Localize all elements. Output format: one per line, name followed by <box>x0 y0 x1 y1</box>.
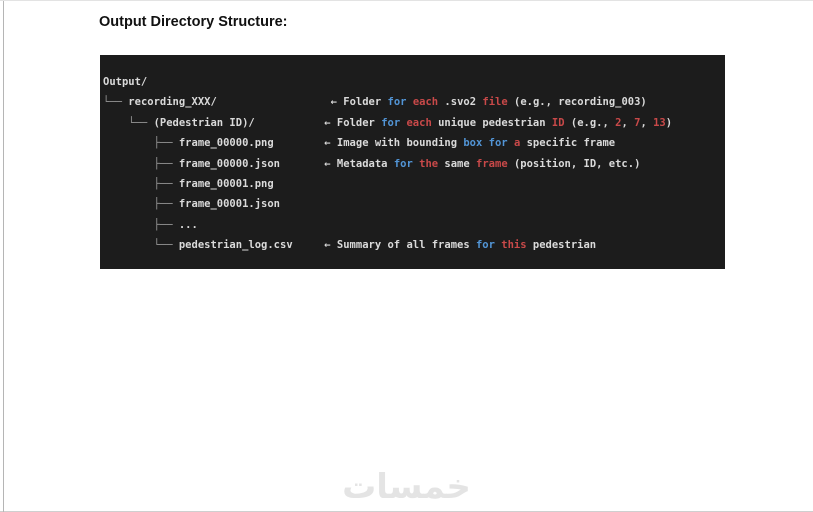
code-token: ← Metadata <box>324 157 394 170</box>
code-token: recording_XXX/ <box>128 96 217 109</box>
code-line: Output/ <box>103 72 725 92</box>
code-token: 7 <box>634 116 641 129</box>
code-token: for <box>393 157 413 170</box>
code-token <box>274 137 325 149</box>
code-token <box>280 158 324 170</box>
khamsat-watermark: خمسات <box>342 467 471 507</box>
code-token: unique pedestrian <box>431 116 552 129</box>
code-token: box <box>463 137 483 150</box>
code-token: ├── <box>103 157 179 170</box>
code-token: (Pedestrian ID)/ <box>153 116 255 129</box>
code-token: ← Folder <box>330 96 388 109</box>
code-token: └── <box>103 116 154 129</box>
code-token: ├── <box>103 198 179 211</box>
page-left-border <box>3 1 4 512</box>
code-token: ├── <box>103 137 179 150</box>
code-token: each <box>412 96 439 109</box>
code-token: ) <box>665 116 673 129</box>
code-token: pedestrian_log.csv <box>178 239 293 252</box>
code-token: each <box>406 116 432 129</box>
directory-tree-code-block: Output/ └── recording_XXX/ ← Folder for e… <box>100 55 725 269</box>
code-line: ├── frame_00001.json <box>103 194 725 214</box>
code-token <box>217 96 331 108</box>
code-token: frame <box>476 157 508 170</box>
code-token <box>293 239 325 251</box>
code-token: same <box>438 157 477 170</box>
code-token: 13 <box>653 116 666 129</box>
code-token <box>255 117 325 129</box>
code-token: 2 <box>615 116 622 129</box>
code-token: (position, ID, etc.) <box>507 157 641 170</box>
code-token: for <box>387 96 407 109</box>
code-token: ID <box>551 116 565 129</box>
code-token: frame_00001.json <box>178 198 281 211</box>
code-line: ├── frame_00000.png ← Image with boundin… <box>103 133 725 153</box>
code-token: frame_00001.png <box>178 177 274 190</box>
page-title: Output Directory Structure: <box>99 14 288 30</box>
code-token: , <box>640 116 654 129</box>
code-token: (e.g., recording_003) <box>507 96 647 109</box>
code-token: frame_00000.png <box>178 137 274 150</box>
code-token: this <box>501 239 527 252</box>
code-token: for <box>488 137 508 150</box>
code-token: ← Folder <box>324 116 382 129</box>
code-line: ├── frame_00001.png <box>103 174 725 194</box>
code-token: (e.g., <box>564 116 616 129</box>
code-line: ├── frame_00000.json ← Metadata for the … <box>103 154 725 174</box>
code-token: for <box>475 239 495 252</box>
code-token: Output/ <box>103 76 148 88</box>
code-line: └── recording_XXX/ ← Folder for each .sv… <box>103 92 725 112</box>
code-token: a <box>513 137 521 150</box>
code-token: for <box>381 116 401 129</box>
code-token: frame_00000.json <box>178 157 281 170</box>
code-token: └── <box>103 96 129 109</box>
code-token: , <box>621 116 635 129</box>
code-token: ├── <box>103 218 179 231</box>
code-token: └── <box>103 239 179 252</box>
code-token: ├── <box>103 177 179 190</box>
code-line: └── pedestrian_log.csv ← Summary of all … <box>103 235 725 255</box>
code-token: ... <box>178 218 198 231</box>
code-token: specific frame <box>520 137 616 150</box>
code-token: ← Summary of all frames <box>324 239 476 252</box>
code-token: the <box>419 157 439 170</box>
code-token: ← Image with bounding <box>324 137 464 150</box>
code-line: └── (Pedestrian ID)/ ← Folder for each u… <box>103 113 725 133</box>
code-token: file <box>482 96 508 109</box>
code-token: pedestrian <box>526 239 597 252</box>
code-line: ├── ... <box>103 215 725 235</box>
code-token: .svo2 <box>438 96 483 109</box>
